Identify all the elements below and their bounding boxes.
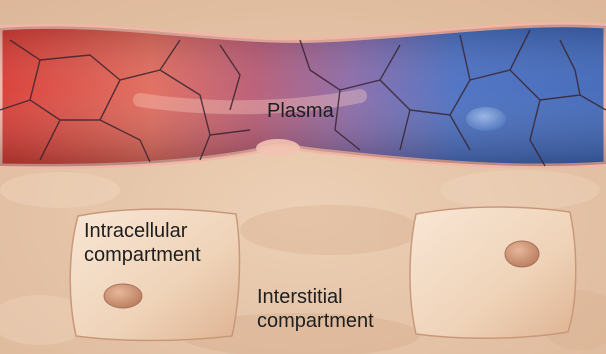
- interstitial-label-line2: compartment: [257, 309, 374, 333]
- intracellular-label-line2: compartment: [84, 243, 201, 267]
- blood-vessel-illustration: [0, 25, 606, 167]
- cell-illustration-right: [410, 207, 576, 338]
- intracellular-compartment-label: Intracellular compartment: [84, 219, 201, 267]
- plasma-label: Plasma: [267, 99, 334, 123]
- nucleus-icon: [104, 284, 142, 308]
- nucleus-icon: [505, 241, 539, 267]
- interstitial-label-line1: Interstitial: [257, 285, 374, 309]
- blood-cell-icon: [466, 107, 506, 131]
- intracellular-label-line1: Intracellular: [84, 219, 201, 243]
- interstitial-compartment-label: Interstitial compartment: [257, 285, 374, 333]
